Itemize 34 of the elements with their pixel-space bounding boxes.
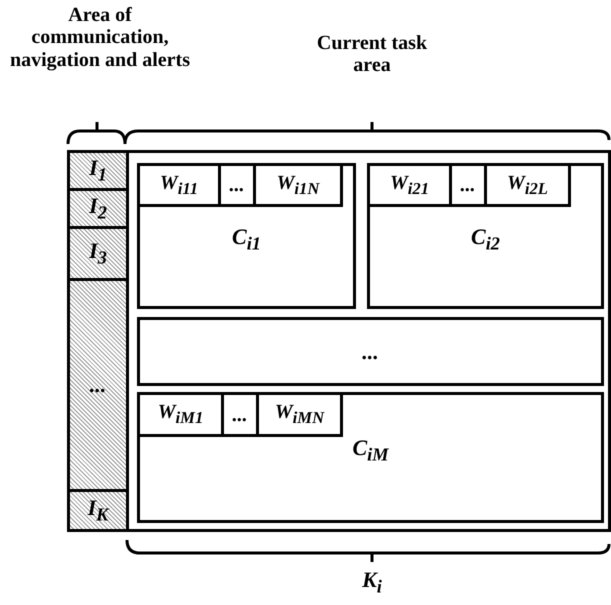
cell-label: I$_{2}$ bbox=[89, 195, 107, 222]
cell-label: I$_{1}$ bbox=[89, 157, 107, 184]
ellipsis: ... bbox=[90, 374, 106, 396]
cell-label: I$_{3}$ bbox=[89, 240, 107, 267]
cell-label: W$_{i21}$ bbox=[390, 172, 430, 198]
cell-label: I$_{K}$ bbox=[88, 497, 108, 524]
cell-label: W$_{i1N}$ bbox=[276, 172, 320, 198]
cell-label: W$_{iMN}$ bbox=[274, 402, 324, 427]
ellipsis: ... bbox=[460, 175, 476, 195]
widget-cell bbox=[256, 392, 343, 437]
cell-label: W$_{iM1}$ bbox=[158, 402, 204, 427]
area-label: Current task area bbox=[316, 32, 428, 77]
ellipsis: ... bbox=[230, 175, 244, 195]
indicator-cell bbox=[67, 226, 129, 281]
cell-label: W$_{i2L}$ bbox=[507, 172, 548, 198]
window-label: C$_{i1}$ bbox=[232, 226, 261, 253]
indicator-cell bbox=[67, 188, 129, 229]
widget-cell bbox=[253, 163, 343, 207]
indicator-cell bbox=[67, 278, 129, 492]
dimension-label: K$_{i}$ bbox=[361, 568, 383, 597]
window-label: C$_{i2}$ bbox=[471, 226, 500, 253]
ellipsis: ... bbox=[362, 340, 379, 362]
area-label: Area of communication, navigation and alerts bbox=[8, 4, 192, 72]
widget-cell bbox=[484, 163, 571, 207]
indicator-cell bbox=[67, 150, 129, 191]
content-band bbox=[137, 317, 604, 386]
content-window bbox=[367, 163, 604, 309]
cell-label: W$_{i11}$ bbox=[160, 172, 198, 198]
sidebar-panel bbox=[67, 150, 129, 532]
content-window bbox=[137, 392, 604, 523]
content-window bbox=[137, 163, 356, 309]
ellipsis: ... bbox=[232, 404, 248, 424]
window-label: C$_{iM}$ bbox=[352, 437, 389, 464]
screen-frame bbox=[67, 150, 611, 532]
